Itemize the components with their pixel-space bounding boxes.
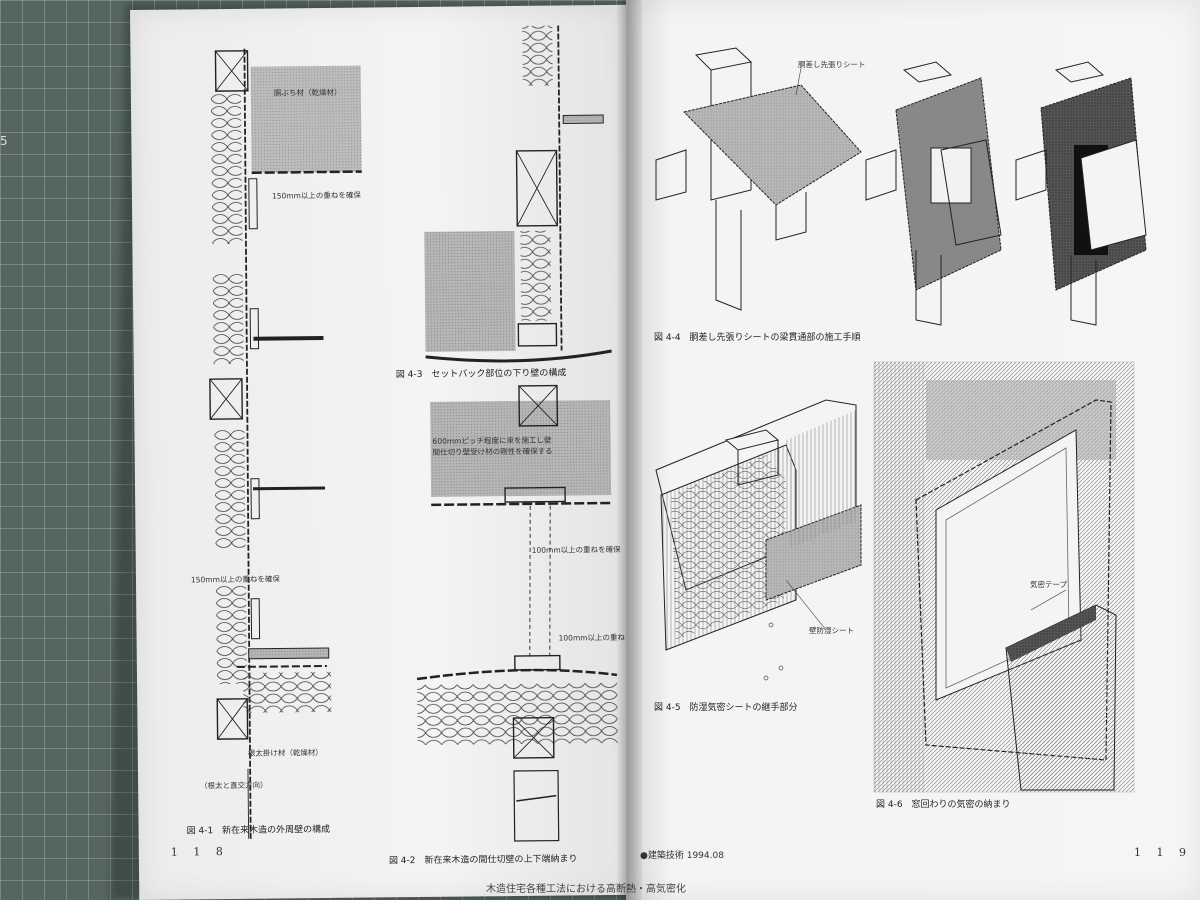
label-fig2-overlap-1: 100mm以上の重ねを確保 [531,544,621,555]
page-number-right: 1 1 9 [1134,846,1192,859]
figure-4-1-exterior-wall-section [209,25,618,842]
label-fig1-joist-direction: （根太と直交方向） [200,780,268,791]
caption-fig-4-2: 図 4-2 新在来木造の間仕切壁の上下端納まり [388,854,578,867]
book-gutter [616,0,642,900]
journal-footer: ●建築技術 1994.08 [640,851,724,861]
page-number-left: 1 1 8 [170,845,229,859]
running-bottom-text: 木造住宅各種工法における高断熱・高気密化 [486,884,686,895]
left-page: 胴ぶち材（乾燥材） 150mm以上の重ねを確保 150mm以上の重ねを確保 根太… [130,4,648,900]
label-fig2-pitch-line2: 間仕切り壁受け材の剛性を確保する [432,446,553,457]
label-fig1-overlap-bottom: 150mm以上の重ねを確保 [190,574,280,585]
figure-4-4-beam-penetration [655,47,1147,793]
caption-fig-4-4: 図 4-4 胴差し先張りシートの梁貫通部の施工手順 [654,333,861,343]
label-fig1-joist-ledger: 根太掛け材（乾燥材） [247,748,323,758]
label-fig1-overlap-top: 150mm以上の重ねを確保 [271,190,361,201]
label-fig2-pitch-line1: 600mmピッチ程度に束を施工し壁 [432,435,552,446]
right-page: 胴差し先張りシート 壁防湿シート 気密テープ 図 4-4 胴差し先張りシートの梁… [486,0,1200,900]
caption-fig-4-3: 図 4-3 セットバック部位の下り壁の構成 [395,368,567,381]
label-fig1-furring: 胴ぶち材（乾燥材） [273,87,342,98]
label-fig5-wall-sheet: 壁防湿シート [809,626,854,635]
caption-fig-4-5: 図 4-5 防湿気密シートの継手部分 [654,703,798,713]
label-fig4-sheet: 胴差し先張りシート [798,60,866,69]
caption-fig-4-6: 図 4-6 窓回わりの気密の納まり [876,800,1011,810]
label-fig6-airtight-tape: 気密テープ [1030,580,1068,589]
caption-fig-4-1: 図 4-1 新在来木造の外周壁の構成 [186,824,331,837]
mat-edge-mark: 5 [0,134,8,148]
